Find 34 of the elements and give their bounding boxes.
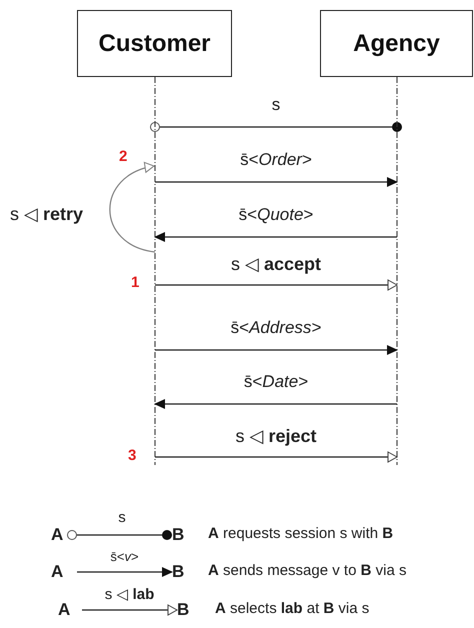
message-label: s̄<Quote>	[238, 205, 314, 225]
participant-box: Agency	[320, 10, 473, 77]
message-label: s̄<Address>	[230, 318, 322, 338]
step-number: 3	[128, 447, 136, 464]
message-label: s̄<v>	[110, 549, 139, 564]
message-label: s ◁ lab	[104, 585, 154, 603]
step-number: 1	[131, 274, 140, 291]
party-symbol: B	[172, 562, 192, 582]
party-symbol: B	[177, 600, 197, 620]
message-arrow	[154, 399, 397, 409]
legend-text: A requests session s with B	[208, 525, 394, 542]
message-label: s ◁ accept	[230, 253, 322, 275]
message-label: s̄<Date>	[244, 372, 308, 392]
message-arrow	[155, 177, 398, 187]
legend-sample-arrow	[82, 604, 178, 616]
message-label: s ◁ reject	[235, 425, 317, 447]
message-label: s̄<Order>	[240, 150, 312, 170]
message-label: s	[118, 509, 126, 526]
step-number: 2	[119, 148, 128, 165]
party-symbol: B	[172, 525, 192, 545]
participant-box: Customer	[77, 10, 232, 77]
legend-text: A selects lab at B via s	[215, 600, 370, 617]
message-arrow	[155, 452, 398, 462]
party-symbol: A	[51, 525, 72, 545]
self-loop-arrow	[109, 162, 156, 253]
party-symbol: A	[58, 600, 82, 620]
legend-sample-arrow	[77, 567, 173, 577]
message-arrow	[154, 232, 397, 242]
party-symbol: A	[51, 562, 77, 582]
message-label: s	[272, 95, 280, 115]
message-arrow	[155, 280, 398, 290]
legend-text: A sends message v to B via s	[208, 562, 406, 579]
message-arrow	[155, 345, 398, 355]
message-label: s ◁ retry	[10, 203, 84, 225]
